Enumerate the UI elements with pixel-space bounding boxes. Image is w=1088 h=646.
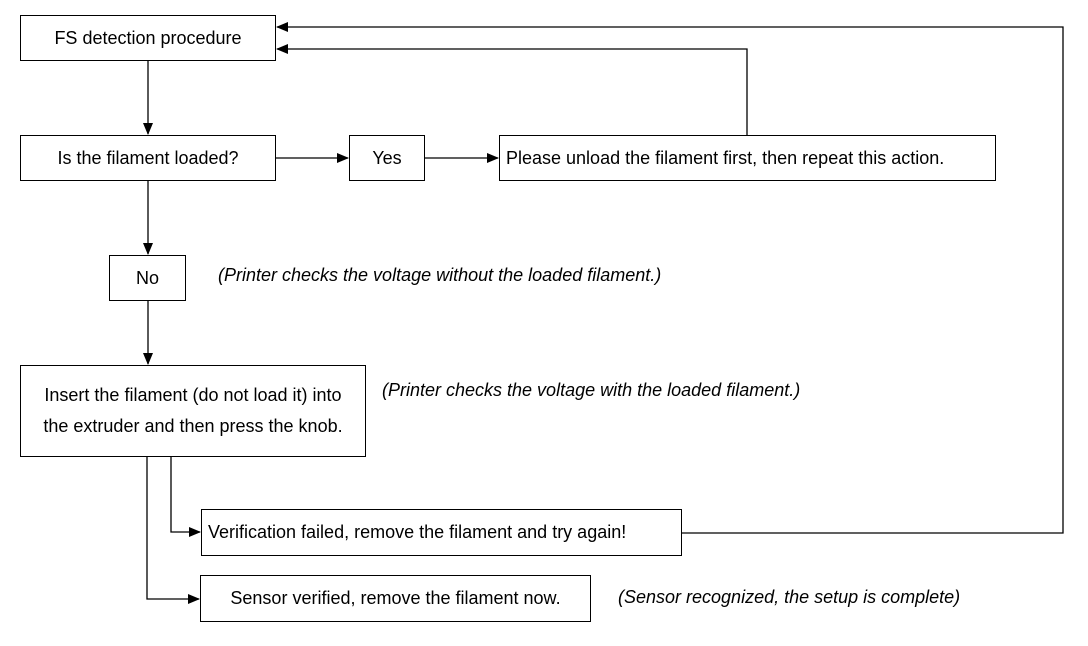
with-loaded-note: (Printer checks the voltage with the loa… — [382, 380, 801, 400]
insert-label-line2: the extruder and then press the knob. — [43, 416, 343, 436]
filament-loaded-label: Is the filament loaded? — [57, 147, 239, 168]
unload-box: Please unload the filament first, then r… — [499, 135, 996, 181]
start-label: FS detection procedure — [54, 27, 242, 48]
no-loaded-note: (Printer checks the voltage without the … — [218, 265, 662, 285]
arrow-insert-to-verified — [146, 457, 200, 604]
insert-filament-box: Insert the filament (do not load it) int… — [20, 365, 366, 457]
sensor-verified-box: Sensor verified, remove the filament now… — [200, 575, 591, 622]
insert-label-line1: Insert the filament (do not load it) int… — [44, 385, 342, 405]
arrow-failed-to-start — [276, 22, 1064, 534]
setup-complete-note: (Sensor recognized, the setup is complet… — [618, 587, 961, 607]
yes-label: Yes — [372, 147, 402, 168]
no-label: No — [135, 267, 159, 288]
yes-box: Yes — [349, 135, 425, 181]
sensor-verified-label: Sensor verified, remove the filament now… — [230, 588, 561, 608]
verification-failed-label: Verification failed, remove the filament… — [208, 522, 627, 542]
arrow-insert-to-failed — [170, 457, 201, 537]
arrow-unload-to-start — [276, 44, 748, 135]
start-box: FS detection procedure — [20, 15, 276, 61]
no-box: No — [109, 255, 186, 301]
verification-failed-box: Verification failed, remove the filament… — [201, 509, 682, 556]
unload-label: Please unload the filament first, then r… — [506, 147, 945, 168]
filament-loaded-decision-box: Is the filament loaded? — [20, 135, 276, 181]
